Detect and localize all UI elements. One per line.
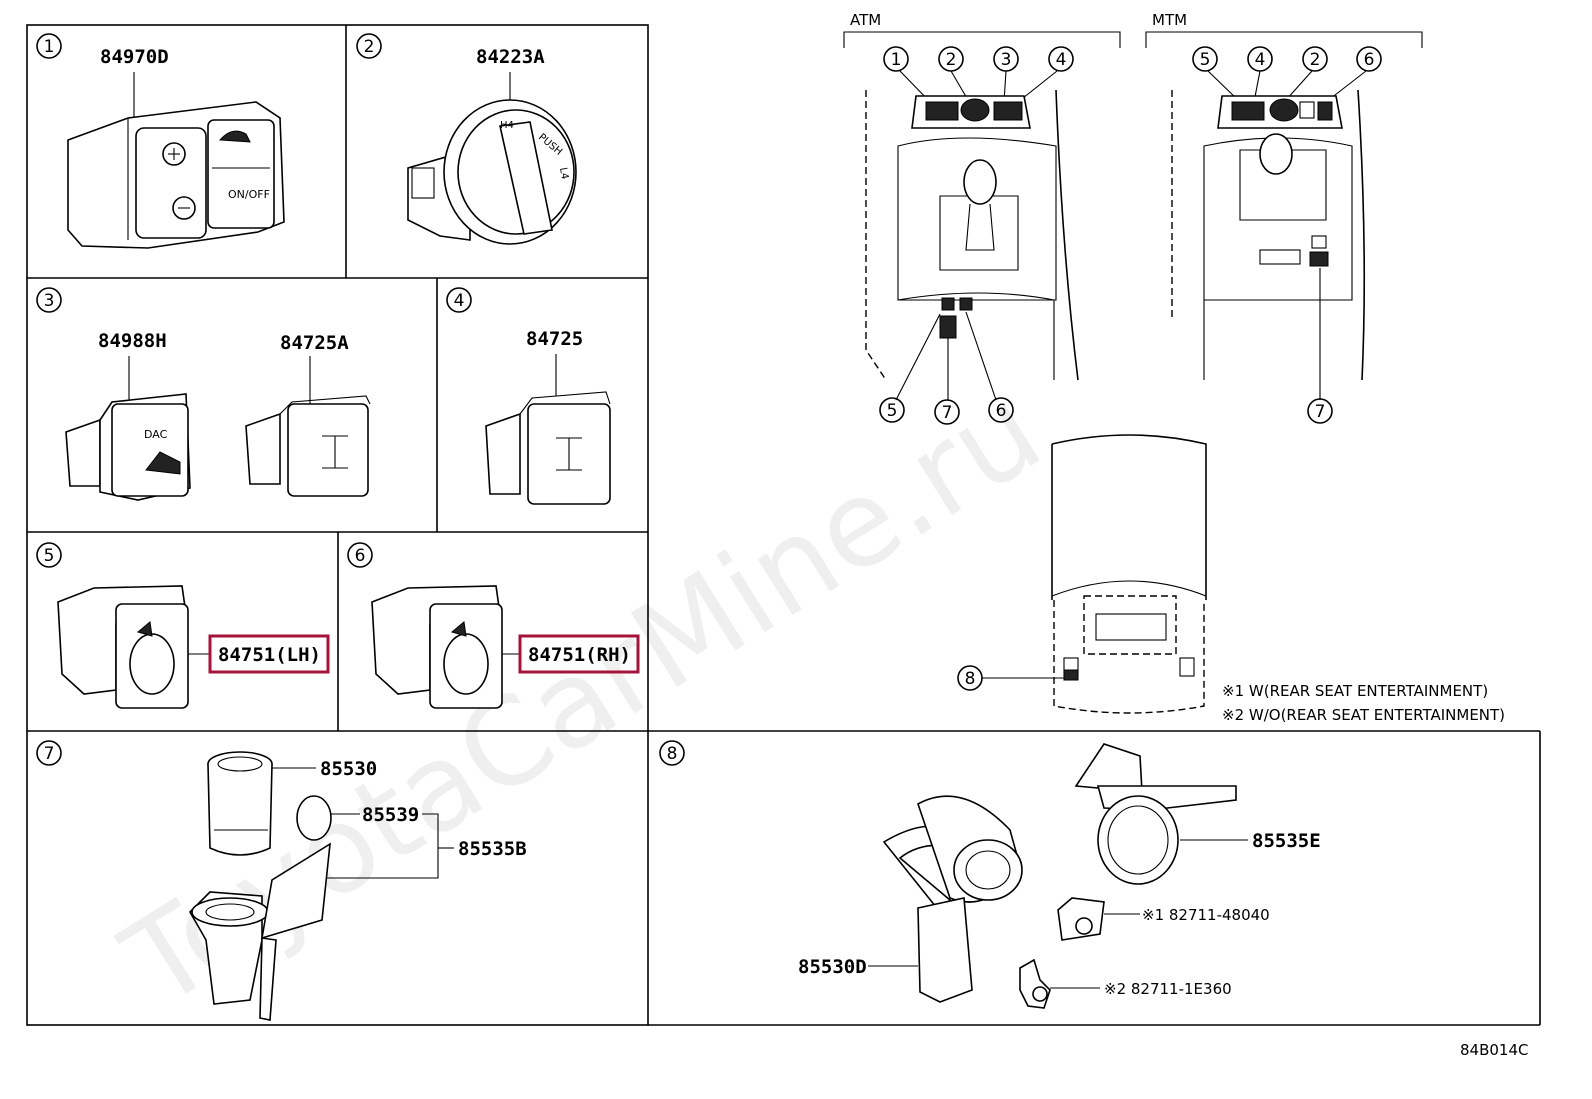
panel-3: 3 84988H 84725A DAC	[36, 287, 371, 501]
part-number[interactable]: 85535E	[1252, 830, 1321, 852]
atm-callouts-top: 1 2 3 4	[883, 46, 1074, 72]
callout: 7	[1315, 402, 1326, 422]
part-number[interactable]: 85539	[362, 804, 419, 826]
panel-2: 2 84223A H4 PUSH L4	[356, 33, 577, 245]
panel-1: 1 84970D ON/OFF	[36, 33, 285, 249]
dac-label: DAC	[144, 428, 168, 441]
panel-index: 4	[454, 291, 465, 311]
cruise-switch-drawing: ON/OFF	[67, 101, 285, 249]
panel-index: 7	[44, 744, 55, 764]
panel-index: 6	[355, 546, 366, 566]
panel-7: 7 85530 85539 85535B	[36, 740, 527, 1021]
panel-index: 5	[44, 546, 55, 566]
part-number[interactable]: ※2 82711-1E360	[1104, 980, 1232, 998]
part-number-highlighted[interactable]: 84751(RH)	[528, 644, 631, 666]
panel-4: 4 84725	[446, 287, 611, 505]
dac-switch-drawing: DAC	[65, 393, 191, 501]
mtm-callouts-top: 5 4 2 6	[1192, 46, 1382, 72]
socket-housing-drawing	[189, 842, 331, 1021]
clip-82711-48040-drawing	[1057, 897, 1105, 941]
part-number[interactable]: 85530D	[798, 956, 867, 978]
mtm-title: MTM	[1152, 11, 1187, 29]
panel-5: 5 84751(LH)	[36, 542, 330, 709]
part-number[interactable]: 84223A	[476, 46, 545, 68]
center-diff-switch-drawing	[485, 391, 611, 505]
highlight-box	[208, 634, 330, 674]
part-number-highlighted[interactable]: 84751(LH)	[218, 644, 321, 666]
highlight-box	[518, 634, 640, 674]
callout: 2	[1310, 50, 1321, 70]
part-number[interactable]: ※1 82711-48040	[1142, 906, 1270, 924]
socket-85530d-drawing	[882, 795, 1023, 1003]
part-number[interactable]: 85530	[320, 758, 377, 780]
callout: 5	[1200, 50, 1211, 70]
overview-mtm: MTM 5 4 2 6 7	[1145, 11, 1423, 424]
panel-index: 3	[44, 291, 55, 311]
part-number[interactable]: 84988H	[98, 330, 167, 352]
panel-grid	[26, 24, 1541, 1026]
seat-heater-switch-rh-drawing	[371, 585, 503, 709]
transfer-knob-drawing: H4 PUSH L4	[407, 99, 577, 245]
seat-heater-switch-lh-drawing	[57, 585, 189, 709]
callout: 4	[1056, 50, 1067, 70]
part-number[interactable]: 84725	[526, 328, 583, 350]
overview-atm: ATM 1 2 3 4 5 7 6	[843, 11, 1121, 425]
callout: 7	[942, 403, 953, 423]
callout: 3	[1001, 50, 1012, 70]
on-off-label: ON/OFF	[228, 188, 270, 201]
mtm-console-drawing	[1171, 89, 1366, 381]
panel-index: 2	[364, 37, 375, 57]
socket-85530-drawing	[207, 751, 273, 856]
figure-code: 84B014C	[1460, 1041, 1528, 1059]
panel-index: 8	[667, 744, 678, 764]
outlet-85535e-drawing	[1074, 743, 1237, 885]
cap-85539-drawing	[296, 795, 332, 841]
part-number[interactable]: 84970D	[100, 46, 169, 68]
atm-title: ATM	[850, 11, 881, 29]
clip-82711-1e360-drawing	[1019, 958, 1051, 1009]
atm-callouts-bottom: 5 7 6	[879, 397, 1014, 425]
callout: 6	[996, 401, 1007, 421]
part-number[interactable]: 85535B	[458, 838, 527, 860]
knob-label-l4: L4	[557, 167, 570, 181]
note-1: ※1 W(REAR SEAT ENTERTAINMENT)	[1222, 682, 1488, 700]
part-number[interactable]: 84725A	[280, 332, 349, 354]
panel-index: 1	[44, 37, 55, 57]
diff-lock-switch-drawing	[245, 395, 371, 497]
callout: 2	[946, 50, 957, 70]
callout: 6	[1364, 50, 1375, 70]
panel-8: 8 85535E 85530D ※1 82711-48040 ※2	[659, 740, 1321, 1009]
panel-6: 6 84751(RH)	[347, 542, 640, 709]
overview-rear: 8	[957, 434, 1207, 714]
callout: 4	[1255, 50, 1266, 70]
knob-label-h4: H4	[500, 120, 514, 131]
callout: 5	[887, 401, 898, 421]
callout: 1	[891, 50, 902, 70]
note-2: ※2 W/O(REAR SEAT ENTERTAINMENT)	[1222, 706, 1505, 724]
atm-console-drawing	[865, 89, 1079, 381]
callout: 8	[965, 669, 976, 689]
